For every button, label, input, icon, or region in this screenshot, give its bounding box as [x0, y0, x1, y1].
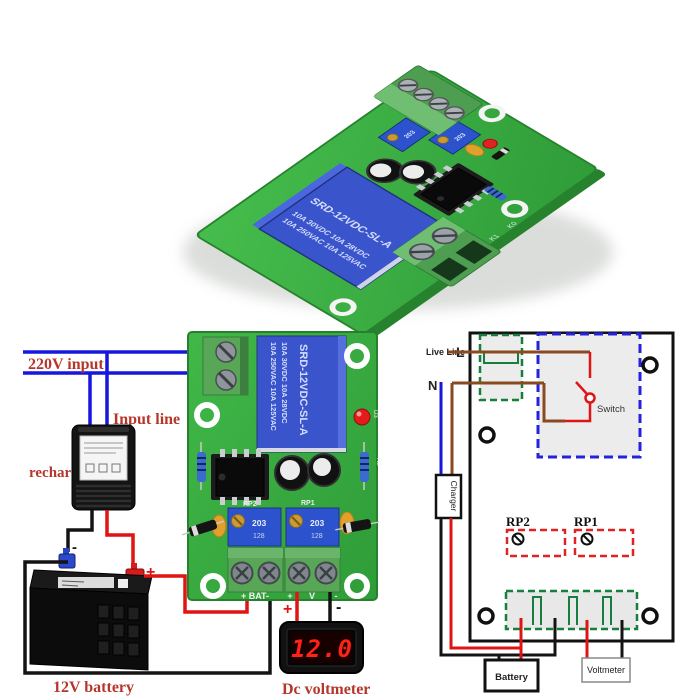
battery-minus-sign: -: [72, 539, 77, 556]
photo-trimmer1-value: 203: [403, 130, 418, 140]
pcb-capacitors: [274, 453, 341, 491]
pcb-led: [353, 408, 371, 426]
pcb-rp2-value2: 128: [253, 533, 265, 540]
pcb-relay-model: SRD-12VDC-SL-A: [297, 344, 309, 436]
photo-red-led: [482, 138, 498, 149]
trimmer-screws: [511, 532, 594, 546]
photo-capacitors: [365, 158, 437, 185]
dc-voltmeter: 12.0: [279, 621, 364, 674]
meter-reading: 12.0: [291, 635, 353, 663]
pcb-rp1-silk: RP1: [301, 500, 315, 507]
pcb-v-terminal: [284, 547, 341, 593]
photo-silk-k0: K0: [506, 221, 519, 230]
schematic-diagram: Live Line L N Switch Charger RP2 RP1: [420, 325, 700, 700]
meter-display: [291, 632, 352, 663]
switch-symbol: [565, 352, 596, 423]
label-live-line: Live Line: [426, 347, 465, 357]
mains-wires: [23, 350, 195, 427]
meter-minus-sign: -: [336, 599, 341, 616]
pcb-trimmer-rp1: 203 128: [285, 507, 340, 547]
schematic-mount-holes: [477, 356, 659, 625]
label-voltmeter: Voltmeter: [587, 665, 625, 675]
pcb-input-terminal: [202, 336, 249, 396]
label-rp2: RP2: [506, 514, 530, 529]
photo-yellow-cap: [464, 144, 485, 157]
label-rp1: RP1: [574, 514, 598, 529]
pcb-relay-rating1: 10A 250VAC 10A 125VAC: [269, 342, 278, 431]
pcb-led-highlight: [356, 411, 362, 417]
photo-trimmer-2: 203: [427, 119, 482, 155]
schematic-voltmeter-block: [581, 657, 631, 683]
pcb-photo: 10A 250VAC 10A 125VAC 10A 30VDC 10A 28VD…: [150, 0, 650, 340]
adapter-black-wire: [66, 510, 94, 552]
label-neutral-n: N: [428, 378, 437, 393]
photo-board-group: 10A 250VAC 10A 125VAC 10A 30VDC 10A 28VD…: [196, 65, 606, 340]
schematic-input-terminal-symbol: [483, 353, 519, 364]
pcb-mount-holes: [194, 343, 370, 599]
charger-block: [434, 473, 463, 520]
battery-black-loop: [23, 560, 272, 675]
recharger-adapter: [71, 424, 136, 511]
photo-ic-dip8: [413, 163, 494, 216]
photo-resistor: [484, 186, 507, 201]
schematic-output-terminal-zone: [504, 589, 639, 631]
live-wires: [448, 350, 590, 475]
pcb-rp2-silk: RP2: [243, 501, 257, 508]
label-input-line: Input line: [113, 411, 180, 428]
battery-12v: [29, 548, 153, 671]
pcb-rp1-value2: 128: [311, 533, 323, 540]
wiring-svg: 220V input Input line recharger 12V batt…: [23, 331, 381, 698]
pcb-v-plus-silk: +: [287, 591, 292, 601]
photo-terminal-2pin: [392, 216, 501, 287]
photo-trimmer2-value: 203: [453, 132, 468, 142]
photo-mount-holes: [329, 104, 529, 316]
label-dc-voltmeter: Dc voltmeter: [282, 681, 370, 698]
battery-red-wire: [144, 574, 249, 614]
pcb-ic-dip8: [211, 449, 269, 505]
meter-plus-sign: +: [283, 601, 292, 618]
pcb-r2-label: R2: [375, 458, 381, 466]
battery-vent-grid: [97, 604, 140, 657]
pcb-led-label: D3: [372, 410, 378, 418]
pcb-rp1-value: 203: [310, 518, 324, 528]
schematic-battery-block: [483, 658, 540, 693]
photo-diode: [491, 147, 510, 160]
photo-trimmer-1: 203: [377, 117, 431, 153]
wiring-pcb: 10A 250VAC 10A 125VAC 10A 30VDC 10A 28VD…: [181, 331, 381, 601]
pcb-bat-terminal: [227, 547, 284, 593]
trimmer-zones: [505, 528, 635, 558]
charger-red-wire: [449, 518, 521, 650]
photo-silk-k1: K1: [488, 234, 501, 243]
photo-terminal-4pin: [373, 65, 483, 136]
label-220v-input: 220V input: [28, 356, 104, 373]
pcb-photo-svg: 10A 250VAC 10A 125VAC 10A 30VDC 10A 28VD…: [183, 65, 613, 340]
schematic-input-terminal-zone: [478, 333, 524, 402]
wiring-diagram: 220V input Input line recharger 12V batt…: [0, 330, 430, 700]
battery-label-strip: [58, 577, 114, 588]
label-battery: Battery: [495, 672, 528, 683]
pcb-trimmer-rp2: 203 128: [227, 507, 282, 547]
battery-plus-sign: +: [146, 564, 155, 581]
pcb-relay: 10A 250VAC 10A 125VAC 10A 30VDC 10A 28VD…: [256, 335, 347, 453]
label-12v-battery: 12V battery: [53, 679, 134, 696]
label-switch: Switch: [597, 404, 625, 415]
pcb-relay-rating2: 10A 30VDC 10A 28VDC: [280, 342, 289, 424]
pcb-v-silk: V: [309, 591, 315, 601]
schematic-svg: Live Line L N Switch Charger RP2 RP1: [426, 331, 675, 693]
adapter-red-wire: [105, 510, 135, 568]
label-charger: Charger: [449, 481, 459, 512]
output-terminal-dividers: [532, 596, 612, 625]
pcb-diode-left: [181, 519, 225, 537]
pcb-bat-silkscreen: + BAT-: [241, 591, 269, 601]
pcb-diode-right: [335, 519, 379, 533]
pcb-resistor-r2: [360, 442, 369, 490]
pcb-v-minus-silk: -: [335, 591, 338, 601]
pcb-rp2-value: 203: [252, 518, 266, 528]
pcb-resistor-r1: [197, 442, 206, 490]
